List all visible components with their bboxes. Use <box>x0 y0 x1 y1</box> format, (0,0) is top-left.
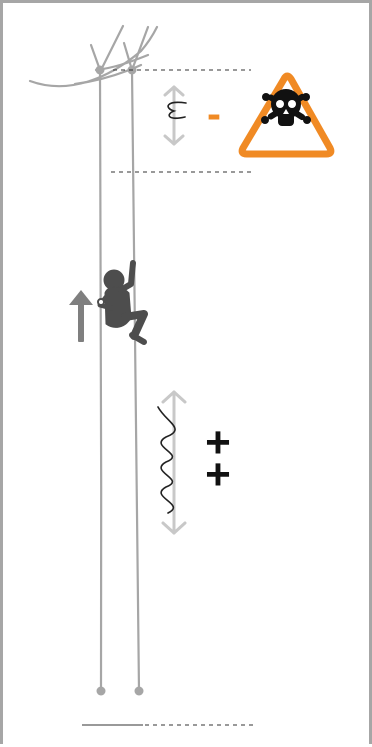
bottom-left-rope-end-dot <box>97 687 106 696</box>
skull-crossbones-warning-icon <box>242 76 331 154</box>
up-arrow-icon <box>69 290 93 342</box>
top-left-anchor-dot <box>96 66 105 75</box>
ropes <box>100 70 139 691</box>
large-spring-stretch-icon <box>158 392 185 533</box>
rope-climber-icon <box>98 263 144 342</box>
minus-symbol: - <box>207 90 221 137</box>
anchor-branches <box>30 26 157 86</box>
small-spring-stretch-icon <box>165 87 186 144</box>
bottom-right-rope-end-dot <box>135 687 144 696</box>
rope-stretch-diagram: - <box>3 3 372 747</box>
plus-symbol-bottom: + <box>205 450 231 499</box>
